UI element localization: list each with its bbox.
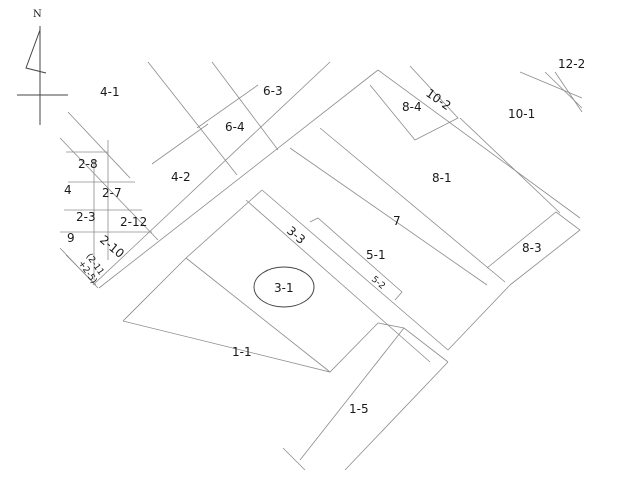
parcel-label: 12-2: [558, 57, 585, 71]
parcel-label: 7: [393, 214, 401, 228]
highlighted-parcel-label: 3-1: [274, 281, 294, 295]
parcel-label: 10-2: [423, 86, 453, 113]
parcel-label: 4-1: [100, 85, 120, 99]
north-arrow: N: [17, 9, 68, 125]
east-block-lines: [319, 65, 583, 286]
highlighted-parcel-ellipse[interactable]: [253, 266, 315, 308]
parcel-label: 10-1: [508, 107, 535, 121]
parcel-label: 2-8: [78, 157, 98, 171]
parcel-label: 2-7: [102, 186, 122, 200]
parcel-label: 2-3: [76, 210, 96, 224]
parcel-label: 2-10: [97, 233, 127, 261]
parcel-label: 6-3: [263, 84, 283, 98]
parcel-label: 8-3: [522, 241, 542, 255]
parcel-label: 5-1: [366, 248, 386, 262]
parcel-label: 4: [64, 183, 72, 197]
parcel-label: 4-2: [171, 170, 191, 184]
south-block-lines: [122, 189, 449, 471]
parcel-label: 2-12: [120, 215, 147, 229]
parcel-label: 8-4: [402, 100, 422, 114]
parcel-label: 1-1: [232, 345, 252, 359]
parcel-label: 9: [67, 231, 75, 245]
road-lines: [92, 61, 379, 289]
small-lots: [59, 111, 159, 289]
middle-strips: [245, 147, 511, 363]
parcel-label: 6-4: [225, 120, 245, 134]
parcel-label: 5-2: [369, 275, 387, 292]
north-label: N: [33, 9, 42, 20]
parcel-label: 1-5: [349, 402, 369, 416]
parcel-label: 8-1: [432, 171, 452, 185]
north-block-lines: [147, 61, 279, 176]
